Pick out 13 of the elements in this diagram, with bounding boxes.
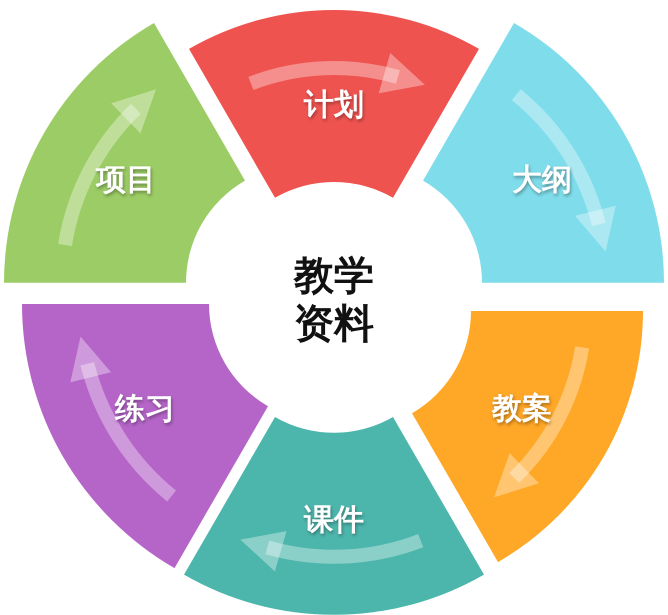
sector-label: 课件 — [304, 501, 364, 540]
sector — [4, 22, 245, 282]
sector — [423, 22, 664, 282]
sector — [412, 311, 644, 562]
sector — [22, 304, 268, 568]
sector-label: 大纲 — [512, 161, 572, 200]
sector-label: 计划 — [304, 86, 364, 124]
sector-label: 项目 — [96, 161, 156, 200]
sector-label: 练习 — [115, 390, 176, 428]
sector-label: 教案 — [492, 390, 552, 428]
sector — [184, 417, 484, 615]
center-label: 教学资料 — [292, 252, 375, 348]
sector — [189, 10, 479, 198]
